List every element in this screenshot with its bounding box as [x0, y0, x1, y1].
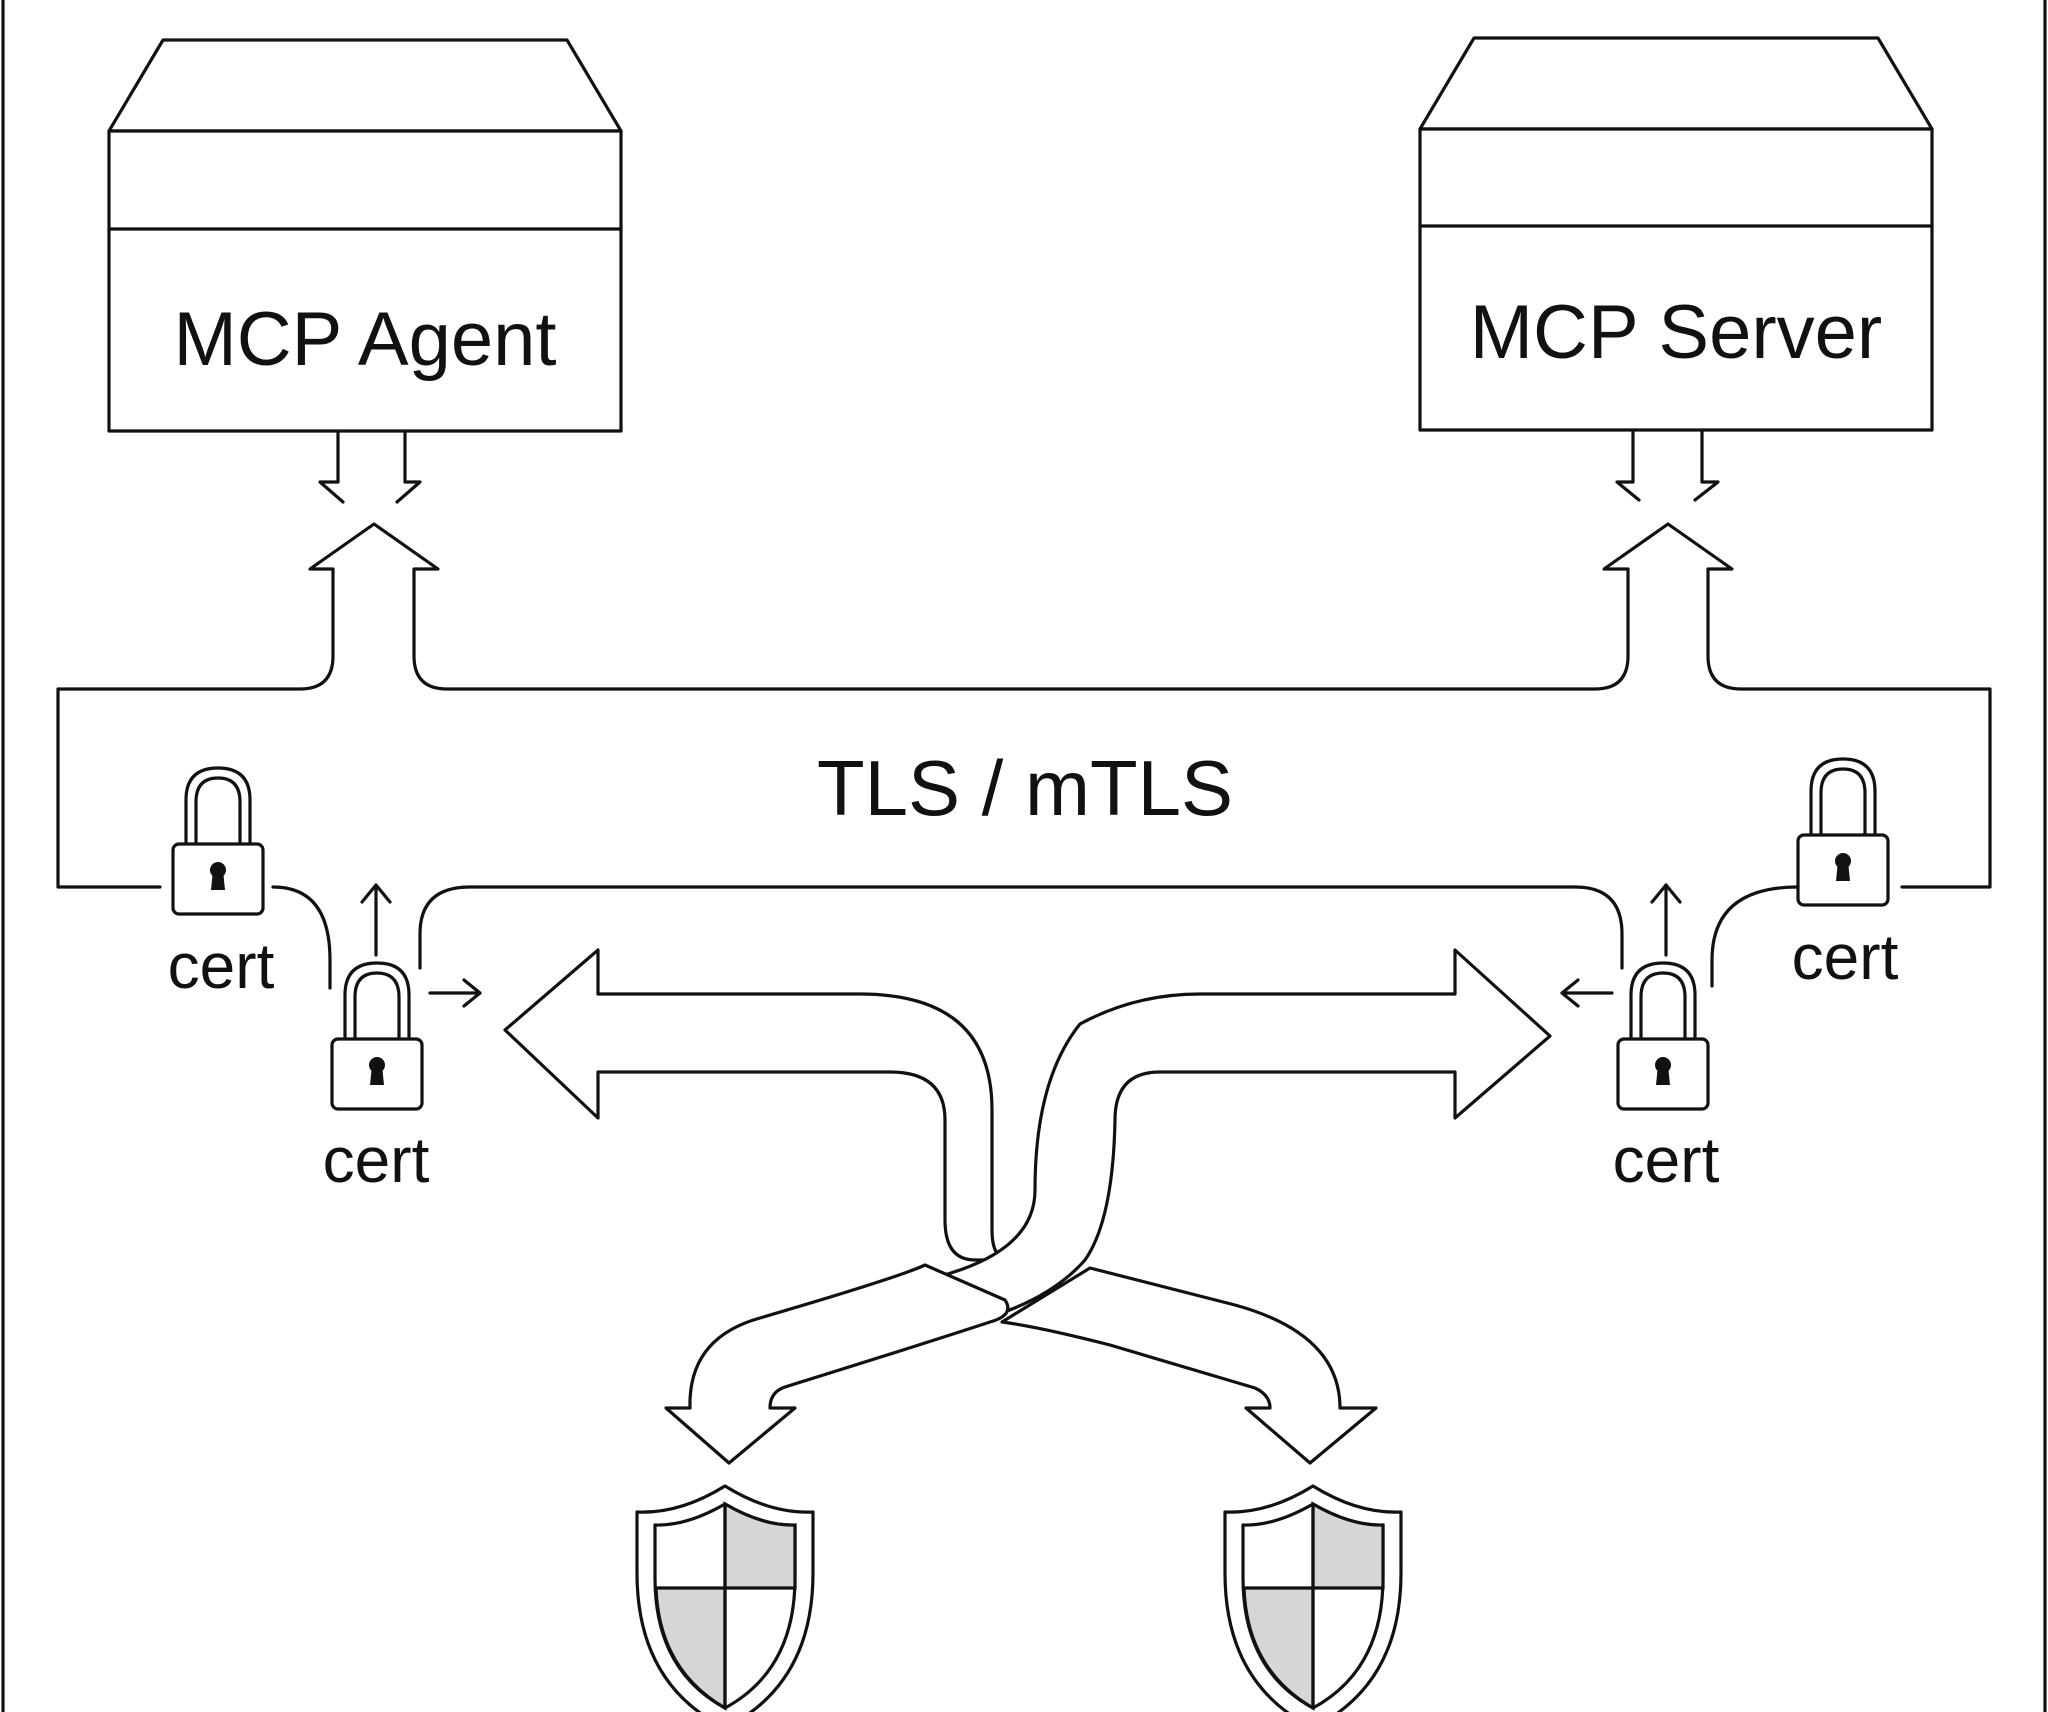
mcp-server-label: MCP Server: [1470, 290, 1882, 375]
agent-right-arrow: [428, 978, 482, 1008]
cert-label: cert: [323, 1124, 430, 1196]
cert-label: cert: [1792, 921, 1899, 993]
lower-left-branch: [664, 1263, 1010, 1465]
lower-right-branch: [1000, 1266, 1378, 1465]
server-left-arrow: [1560, 978, 1614, 1008]
agent-connector-arrows: [318, 431, 422, 504]
tls-mtls-label: TLS / mTLS: [817, 744, 1233, 832]
server-connector-arrows: [1615, 429, 1720, 502]
mcp-agent-label: MCP Agent: [173, 297, 556, 382]
shield-icon: [635, 1484, 815, 1712]
lock-icon: [330, 961, 424, 1111]
lock-icon: [171, 766, 265, 916]
cert-label: cert: [1613, 1124, 1720, 1196]
cert-label: cert: [168, 930, 275, 1002]
mcp-server-node: MCP Server: [1418, 36, 1934, 432]
lock-icon: [1796, 757, 1890, 907]
mcp-agent-node: MCP Agent: [107, 38, 623, 433]
shield-icon: [1223, 1484, 1403, 1712]
tls-channel-outline: [56, 522, 1992, 990]
lock-icon: [1616, 961, 1710, 1111]
agent-up-arrow: [360, 883, 392, 957]
server-up-arrow: [1650, 883, 1682, 957]
left-curved-arrow: [503, 948, 1012, 1262]
